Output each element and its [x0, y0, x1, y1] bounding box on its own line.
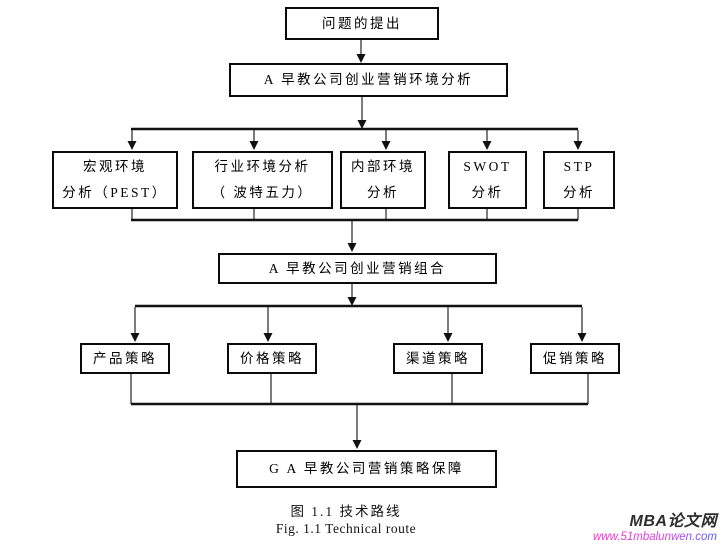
node-marketing-mix-label: A 早教公司创业营销组合: [268, 260, 447, 276]
node-problem-label: 问题的提出: [322, 15, 402, 31]
node-internal-line2: 分析: [367, 185, 399, 200]
node-industry-line2: （ 波特五力）: [211, 185, 314, 200]
node-strategy-guarantee: G A 早教公司营销策略保障: [236, 450, 497, 488]
node-price-strategy-label: 价格策略: [240, 350, 304, 366]
vertical-connectors: [130, 40, 589, 441]
arrowheads: [127, 54, 587, 449]
watermark: MBA论文网 www.51mbalunwen.com: [593, 513, 717, 545]
node-strategy-guarantee-label: G A 早教公司营销策略保障: [269, 461, 464, 476]
node-industry-environment: 行业环境分析 （ 波特五力）: [192, 151, 333, 209]
node-stp-line2: 分析: [563, 185, 595, 200]
node-swot-analysis: SWOT 分析: [448, 151, 527, 209]
node-macro-line2: 分析（PEST）: [62, 185, 168, 200]
node-product-strategy-label: 产品策略: [93, 350, 157, 366]
figure-caption-en: Fig. 1.1 Technical route: [275, 521, 417, 536]
node-stp-line1: STP: [563, 159, 595, 174]
node-problem: 问题的提出: [285, 7, 439, 40]
node-macro-line1: 宏观环境: [83, 159, 147, 174]
horizontal-connectors: [131, 127, 588, 406]
watermark-site-name: MBA论文网: [629, 513, 717, 530]
node-internal-line1: 内部环境: [351, 159, 415, 174]
node-swot-line1: SWOT: [463, 159, 512, 174]
node-environment-analysis: A 早教公司创业营销环境分析: [229, 63, 508, 97]
node-price-strategy: 价格策略: [227, 343, 317, 374]
node-channel-strategy-label: 渠道策略: [406, 350, 470, 366]
node-environment-analysis-label: A 早教公司创业营销环境分析: [263, 72, 474, 87]
figure-caption-zh: 图 1.1 技术路线: [290, 504, 402, 519]
node-promotion-strategy: 促销策略: [530, 343, 620, 374]
node-product-strategy: 产品策略: [80, 343, 170, 374]
node-macro-environment: 宏观环境 分析（PEST）: [52, 151, 178, 209]
node-internal-environment: 内部环境 分析: [340, 151, 426, 209]
node-marketing-mix: A 早教公司创业营销组合: [218, 253, 497, 284]
node-channel-strategy: 渠道策略: [393, 343, 483, 374]
node-industry-line1: 行业环境分析: [214, 159, 311, 174]
watermark-site-url: www.51mbalunwen.com: [592, 531, 717, 544]
node-promotion-strategy-label: 促销策略: [543, 350, 607, 366]
node-swot-line2: 分析: [471, 185, 504, 200]
node-stp-analysis: STP 分析: [543, 151, 615, 209]
